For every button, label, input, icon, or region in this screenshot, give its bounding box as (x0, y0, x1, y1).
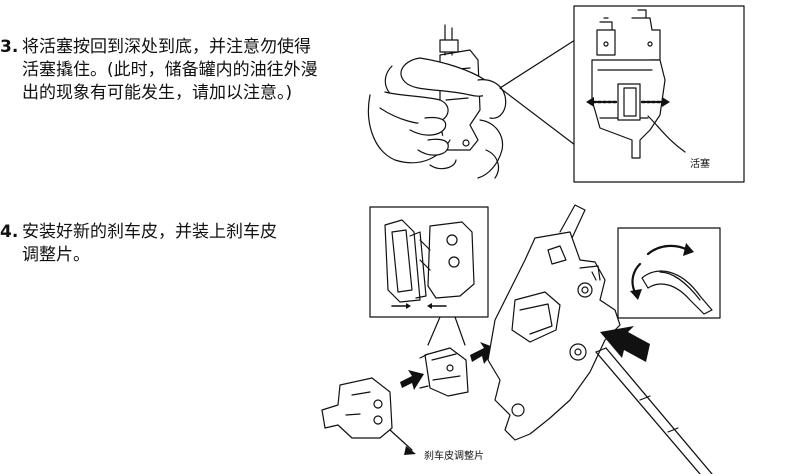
step-4-number: 4. (0, 222, 19, 242)
arrow-right-icon (600, 326, 650, 362)
caliper-detail (586, 9, 686, 159)
pad-spacer-label: 刹车皮调整片 (424, 451, 484, 462)
step-3-text: 将活塞按回到深处到底，并注意勿使得活塞撬住。(此时，储备罐内的油往外漫出的现象有… (22, 37, 318, 103)
pads-callout (427, 316, 466, 346)
tire-lever-illustration (595, 347, 713, 474)
new-pads-illustration (419, 347, 469, 397)
arrow-right-icon (400, 370, 424, 390)
rotate-arrow-icon (630, 243, 713, 315)
callout-lines (499, 39, 576, 146)
brake-pads-illustration (384, 219, 475, 309)
caliper-illustration (487, 204, 621, 441)
pad-spacer-illustration (321, 377, 416, 455)
piston-label: 活塞 (690, 159, 710, 170)
hand-illustration (367, 24, 507, 179)
arrow-right-icon (470, 342, 496, 364)
step-3-number: 3. (0, 37, 19, 57)
step-4-text: 安装好新的刹车皮，并装上刹车皮调整片。 (22, 222, 277, 265)
